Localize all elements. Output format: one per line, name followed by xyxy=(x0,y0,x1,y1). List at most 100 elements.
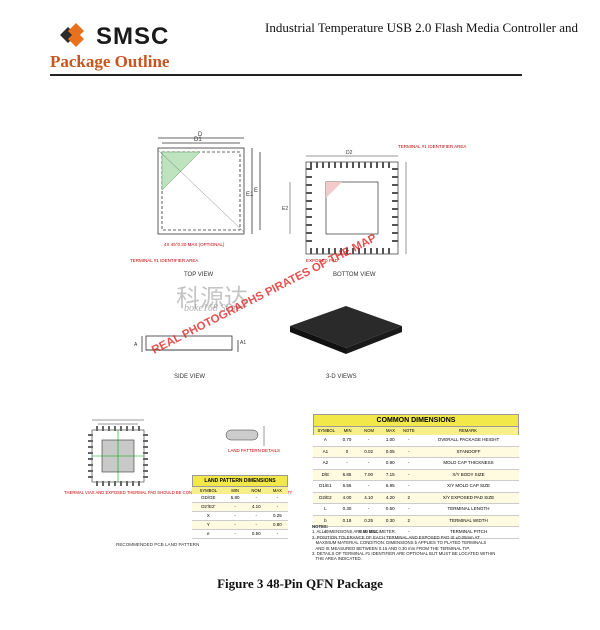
package-outline-drawing: D D1 E E1 4X 45°0.30 MAX (OPTIONAL) TERM… xyxy=(64,132,466,547)
header-cell: SYMBOL xyxy=(317,428,335,433)
table-cell: e xyxy=(207,531,210,536)
table-cell: 4.10 xyxy=(251,504,261,509)
dim-e2-label: E2 xyxy=(282,206,288,212)
table-cell: - xyxy=(276,504,279,509)
notes-title: NOTES: xyxy=(312,524,329,529)
top-view xyxy=(157,137,261,235)
table-cell: 0.80 xyxy=(273,522,282,527)
table-cell: 0 xyxy=(345,448,349,454)
table-cell: e xyxy=(324,529,327,534)
dim-d2-label: D2 xyxy=(346,150,353,156)
table-row: e 0.50 BSC - TERMINAL PITCH xyxy=(313,527,519,539)
table-cell: 0.18 xyxy=(342,517,352,523)
header-cell: REMARK xyxy=(459,428,477,433)
table-cell: - xyxy=(367,437,370,442)
table-row: X--0.25 xyxy=(192,512,288,521)
table-cell: X/Y EXPOSED PAD SIZE xyxy=(442,494,495,500)
table-cell: MOLD CAP THICKNESS xyxy=(443,460,494,465)
header-cell: NOTE xyxy=(403,428,415,433)
note-line: AND IS MEASURED BETWEEN 0.15 AND 0.30 mm… xyxy=(312,545,470,551)
table-cell: 0.70 xyxy=(342,437,352,442)
three-d-view xyxy=(290,306,402,354)
header-cell: MAX xyxy=(272,488,282,493)
table-cell: A1 xyxy=(322,448,329,454)
header-cell: NOM xyxy=(251,488,262,493)
table-cell: 0.05 xyxy=(385,448,395,454)
thermal-note: THERMAL VIAS AND EXPOSED THERMAL PAD SHO… xyxy=(64,490,292,495)
table-cell: 2 xyxy=(407,517,411,523)
common-dimensions-title: COMMON DIMENSIONS xyxy=(313,414,519,427)
table-cell: 0.50 BSC xyxy=(358,529,379,534)
smsc-logo: SMSC xyxy=(58,22,198,48)
table-cell: 5.80 xyxy=(230,495,240,500)
exposed-pad-label: EXPOSED PAD xyxy=(306,258,339,263)
table-cell: - xyxy=(408,448,410,454)
table-cell: STANDOFF xyxy=(456,448,481,454)
table-cell: - xyxy=(367,483,370,488)
land-pattern-pads xyxy=(88,426,148,486)
table-cell: D2'/E2' xyxy=(201,504,216,509)
table-cell: 1.00 xyxy=(385,437,395,442)
land-pattern-title: LAND PATTERN DIMENSIONS xyxy=(192,475,288,487)
pin1-top-label: TERMINAL #1 IDENTIFIER AREA xyxy=(130,258,198,263)
table-cell: - xyxy=(367,460,370,465)
three-d-view-label: 3-D VIEWS xyxy=(326,374,357,380)
note-line: 1. ALL DIMENSIONS ARE IN MILLIMETER. xyxy=(312,529,396,535)
corner-detail-label: 4X 45°0.30 MAX (OPTIONAL) xyxy=(164,242,225,247)
land-pattern-detail xyxy=(225,426,265,446)
table-cell: - xyxy=(408,506,410,511)
table-cell: 0.25 xyxy=(364,517,373,523)
table-cell: - xyxy=(276,495,279,500)
table-cell: - xyxy=(408,529,410,534)
note-line: 2. POSITION TOLERANCE OF EACH TERMINAL A… xyxy=(312,534,480,540)
header-cell: NOM xyxy=(364,428,374,433)
table-cell: D1/E1 xyxy=(319,483,332,488)
dim-d1-label: D1 xyxy=(194,137,202,143)
table-cell: - xyxy=(255,495,258,500)
dim-a-label: A xyxy=(134,342,138,348)
table-cell: 6.95 xyxy=(385,483,395,488)
logo-text: SMSC xyxy=(96,23,169,48)
recommended-label: RECOMMENDED PCB LAND PATTERN xyxy=(116,542,199,547)
header-cell: MAX xyxy=(385,428,396,433)
notes-block: NOTES: 1. ALL DIMENSIONS ARE IN MILLIMET… xyxy=(312,524,522,562)
top-view-label: TOP VIEW xyxy=(184,272,213,278)
table-cell: A2 xyxy=(322,460,329,465)
dim-e1-label: E1 xyxy=(246,192,254,198)
land-pattern-details-label: LAND PATTERN DETAILS xyxy=(228,448,280,453)
watermark-store: boke168 Store xyxy=(184,303,242,314)
table-cell: 0.30 xyxy=(385,517,395,523)
figure-caption: Figure 3 48-Pin QFN Package xyxy=(217,576,383,591)
table-cell: - xyxy=(367,506,370,511)
table-cell: b xyxy=(324,517,327,523)
side-view-label: SIDE VIEW xyxy=(174,374,205,380)
dim-e-label: E xyxy=(254,188,258,194)
table-cell: - xyxy=(346,460,348,465)
table-cell: - xyxy=(408,483,410,488)
table-cell: - xyxy=(234,522,236,527)
table-row: e-0.50- xyxy=(192,530,288,539)
table-cell: 0.50 xyxy=(251,531,261,536)
table-cell: X xyxy=(206,513,210,518)
table-cell: 6.85 xyxy=(342,471,352,477)
note-line: MAXIMUM MATERIAL CONDITION. DIMENSIONS b… xyxy=(312,540,487,546)
table-cell: - xyxy=(234,504,236,509)
table-cell: 0.30 xyxy=(342,506,352,511)
table-cell: TERMINAL WIDTH xyxy=(449,517,488,523)
table-cell: - xyxy=(234,513,236,518)
table-cell: A xyxy=(323,437,327,442)
table-row: D2'/E2' - 4.10 - xyxy=(192,503,288,512)
table-cell: TERMINAL PITCH xyxy=(449,529,488,534)
land-pattern-drawing xyxy=(91,419,145,483)
table-cell: 7.15 xyxy=(385,471,395,477)
